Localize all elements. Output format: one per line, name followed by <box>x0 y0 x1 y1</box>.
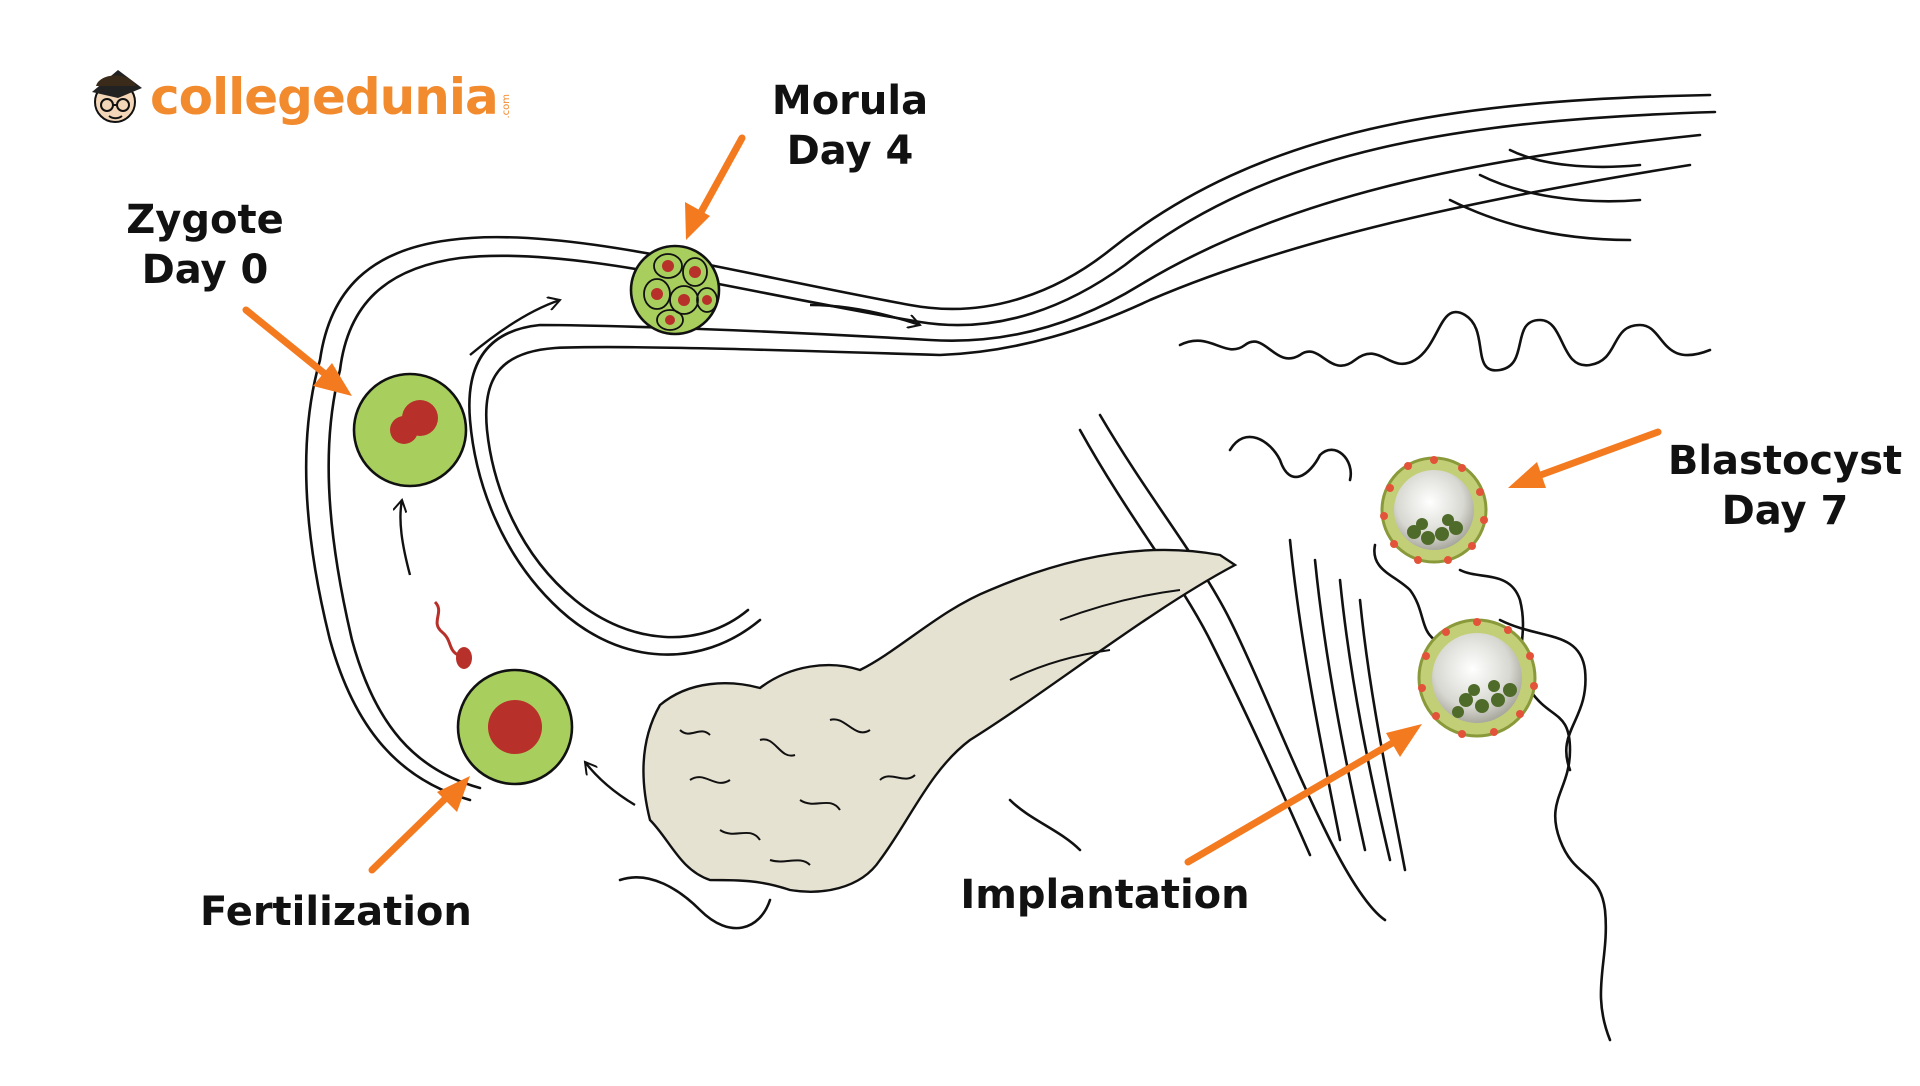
zygote-pointer-arrow <box>242 306 352 396</box>
implantation-pointer-arrow <box>1184 724 1422 866</box>
motion-arrows <box>400 300 920 807</box>
fertilization-label: Fertilization <box>200 889 472 935</box>
morula-pointer-arrow <box>685 134 746 240</box>
implantation-label: Implantation <box>960 872 1250 918</box>
ovary <box>642 548 1238 893</box>
blastocyst-label: Blastocyst Day 7 <box>1655 436 1915 536</box>
uterine-tube-outline <box>304 93 1717 1042</box>
brand-name: collegedunia <box>150 68 499 126</box>
morula-title: Morula <box>771 78 929 124</box>
mascot-icon <box>92 70 142 123</box>
pointer-arrows <box>242 134 1662 874</box>
morula-cell <box>629 244 721 336</box>
sperm <box>433 600 472 669</box>
brand-suffix: .com <box>500 93 512 119</box>
zygote-day: Day 0 <box>141 247 269 293</box>
zygote-label: Zygote Day 0 <box>105 195 305 295</box>
fertilization-pointer-arrow <box>368 776 470 874</box>
blastocyst-day: Day 7 <box>1721 488 1849 534</box>
egg-cell <box>456 668 574 786</box>
brand-logo: collegedunia .com <box>150 62 512 132</box>
implanting-blastocyst-cell <box>1417 618 1538 738</box>
blastocyst-title: Blastocyst <box>1667 438 1903 484</box>
zygote-cell <box>352 372 468 488</box>
morula-label: Morula Day 4 <box>740 76 960 176</box>
morula-day: Day 4 <box>786 128 914 174</box>
blastocyst-cell <box>1380 456 1488 564</box>
zygote-title: Zygote <box>126 197 284 243</box>
blastocyst-pointer-arrow <box>1508 428 1662 488</box>
